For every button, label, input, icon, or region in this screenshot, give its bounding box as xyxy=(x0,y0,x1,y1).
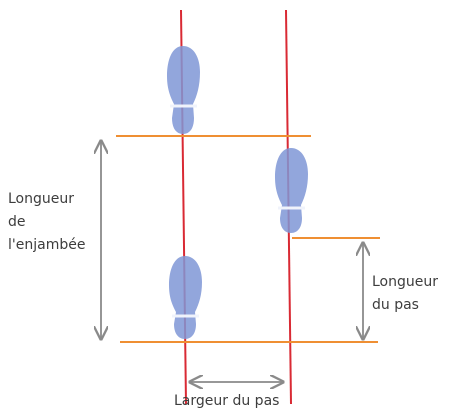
right-footprint xyxy=(275,148,308,233)
left-footprint-bottom xyxy=(169,256,202,339)
stride-length-label-line1: Longueur xyxy=(8,191,74,207)
left-footprint-top xyxy=(167,46,200,134)
step-width-label: Largeur du pas xyxy=(174,393,279,409)
step-length-label-line1: Longueur xyxy=(372,274,438,290)
stride-length-label-line3: l'enjambée xyxy=(8,237,85,253)
stride-length-label-line2: de xyxy=(8,214,26,230)
step-length-label-line2: du pas xyxy=(372,297,419,313)
